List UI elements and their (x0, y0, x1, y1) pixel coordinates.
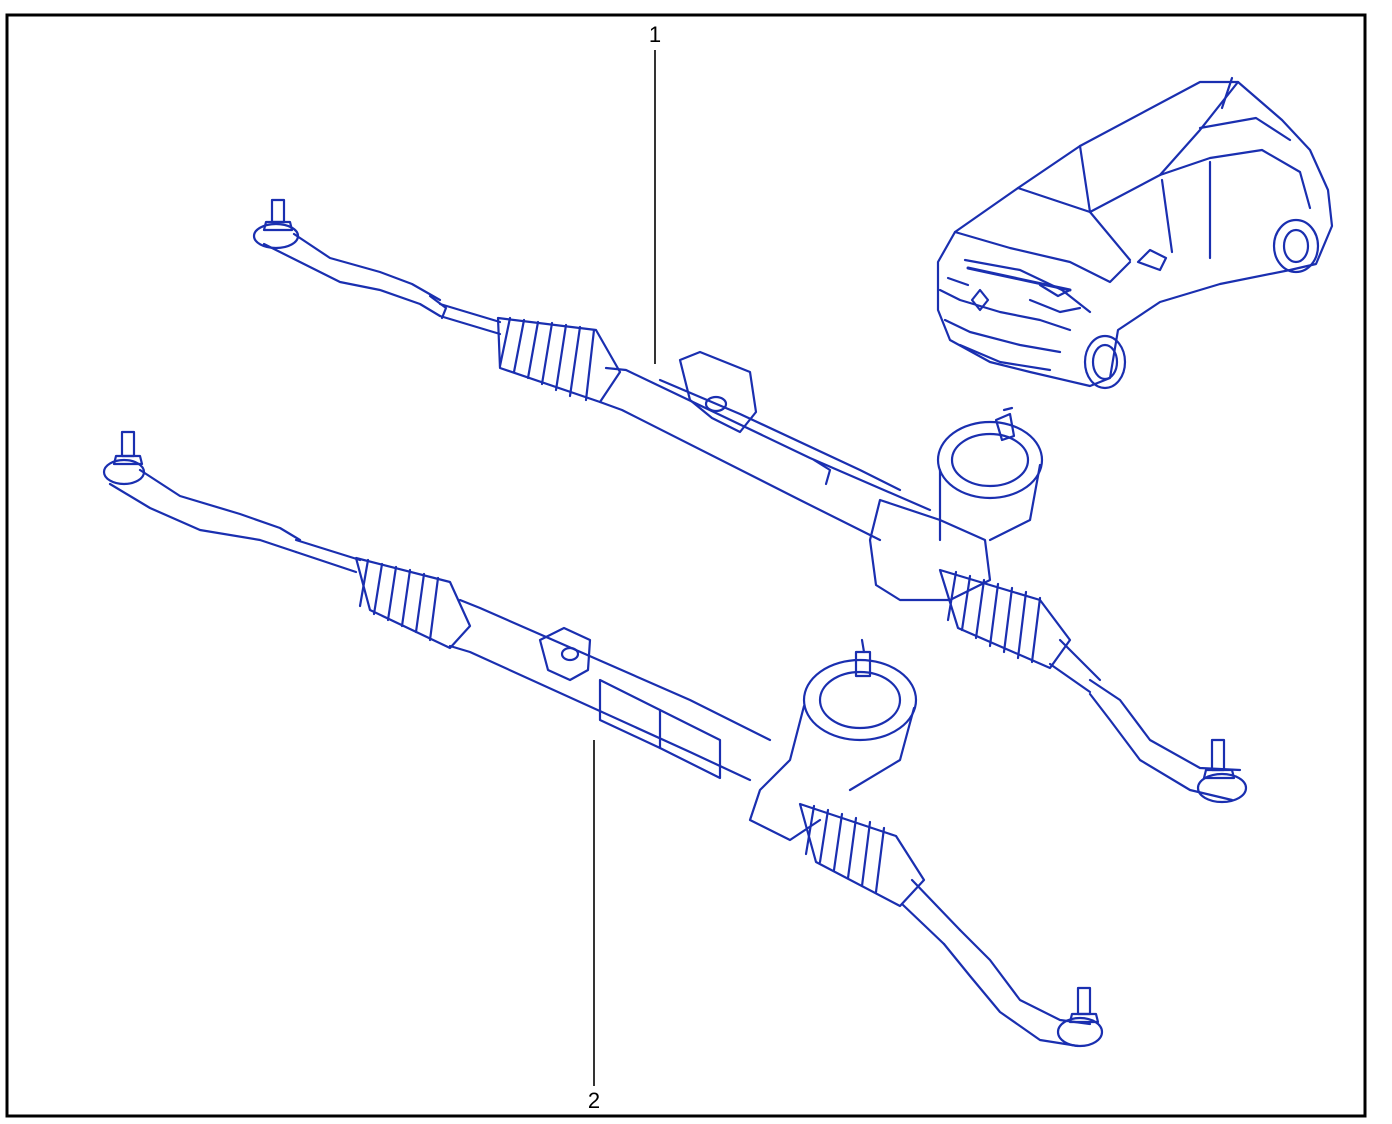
diagram-frame (5, 13, 1367, 1118)
callout-1-label: 1 (648, 22, 662, 47)
steering-rack-1 (252, 198, 1248, 804)
rack-1-right-boot (938, 568, 1072, 670)
rack-2-left-boot (354, 556, 472, 650)
vehicle-illustration (936, 76, 1334, 390)
steering-rack-2 (102, 430, 1104, 1048)
rack-2-right-boot (798, 802, 926, 908)
rack-1-left-boot (496, 316, 622, 404)
rack-2-pinion-housing (748, 638, 918, 842)
callout-2-label: 2 (587, 1088, 601, 1113)
